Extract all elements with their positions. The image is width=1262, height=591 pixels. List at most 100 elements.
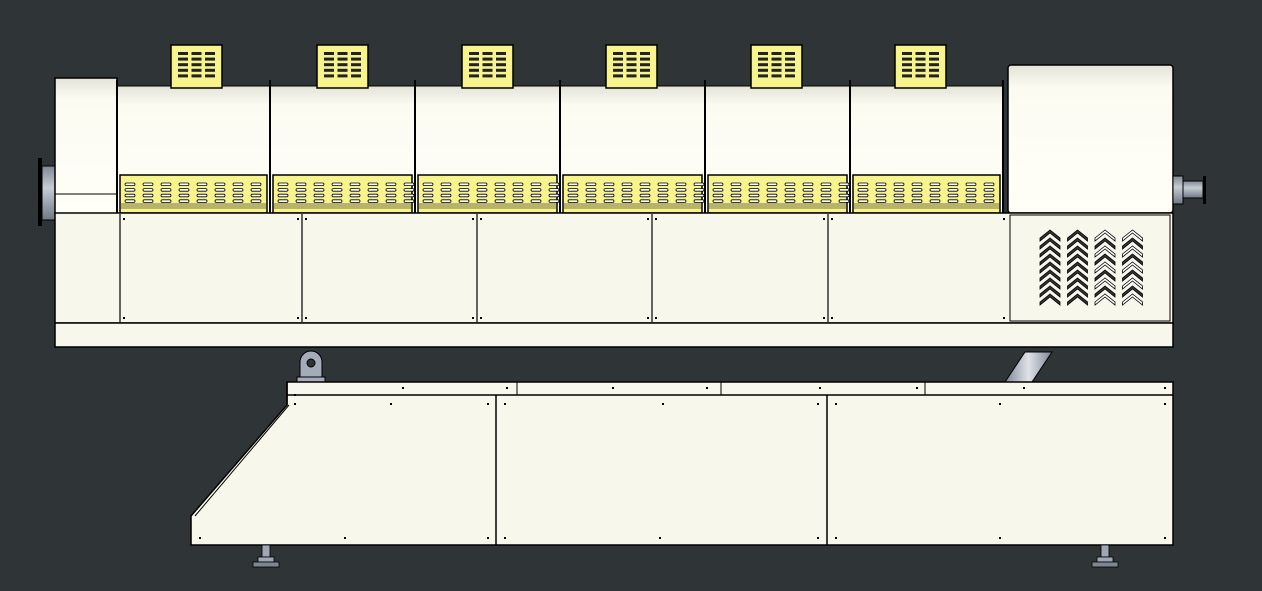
heater-slot bbox=[693, 188, 705, 192]
heater-slot bbox=[784, 188, 796, 192]
fan-slot bbox=[785, 74, 795, 78]
bolt bbox=[305, 317, 307, 319]
bolt bbox=[819, 387, 821, 389]
heater-slot bbox=[983, 182, 995, 186]
heater-band-shadow bbox=[709, 203, 846, 209]
heater-slot bbox=[875, 193, 887, 198]
louver-chevron bbox=[1094, 261, 1116, 274]
output-shaft-collar bbox=[1172, 175, 1184, 205]
heater-slot bbox=[349, 182, 361, 186]
leveling-foot bbox=[1091, 544, 1119, 568]
fan-slot bbox=[929, 57, 939, 61]
fan-slot bbox=[929, 63, 939, 67]
bolt bbox=[297, 218, 299, 220]
fan-slot bbox=[640, 74, 650, 78]
fan-slot bbox=[351, 74, 361, 78]
heater-zone bbox=[559, 44, 705, 214]
fan-cover bbox=[894, 44, 947, 89]
heater-slot bbox=[494, 193, 506, 198]
heater-slot bbox=[476, 182, 488, 186]
cooling-fan-box bbox=[894, 44, 947, 89]
heater-slot bbox=[567, 188, 579, 192]
left-flange bbox=[38, 158, 42, 226]
foot-pad bbox=[1091, 561, 1119, 568]
output-shaft bbox=[1182, 180, 1204, 199]
fan-slot bbox=[626, 63, 637, 67]
heater-slot bbox=[639, 193, 651, 198]
fan-slot bbox=[640, 63, 650, 67]
louver-chevron bbox=[1067, 261, 1088, 274]
heater-zone bbox=[269, 44, 415, 214]
fan-slot bbox=[178, 52, 188, 55]
inclined-pipe bbox=[1004, 351, 1053, 383]
heater-slot bbox=[142, 188, 154, 192]
heater-slot bbox=[458, 182, 470, 186]
heater-slot bbox=[802, 199, 814, 203]
heater-slot bbox=[494, 188, 506, 192]
fan-slot bbox=[469, 68, 479, 72]
heater-slot bbox=[214, 182, 226, 186]
fan-slot bbox=[496, 52, 506, 55]
fan-slot bbox=[613, 74, 623, 78]
bolt bbox=[823, 317, 825, 319]
bolt bbox=[344, 537, 346, 539]
louver-chevron bbox=[1122, 277, 1143, 290]
heater-slot bbox=[820, 193, 832, 198]
bolt bbox=[294, 403, 296, 405]
bolt bbox=[480, 317, 482, 319]
fan-slot bbox=[785, 63, 795, 67]
bolt bbox=[1164, 403, 1166, 405]
heater-slot bbox=[385, 193, 397, 198]
bolt bbox=[823, 218, 825, 220]
bolt bbox=[480, 218, 482, 220]
cooling-fan-box bbox=[316, 44, 369, 89]
heater-slot bbox=[875, 199, 887, 203]
heater-slot bbox=[603, 182, 615, 186]
heater-slot bbox=[512, 182, 524, 186]
heater-slot bbox=[277, 193, 289, 198]
fan-slot bbox=[785, 57, 795, 61]
bolt bbox=[706, 387, 708, 389]
heater-slot bbox=[965, 193, 977, 198]
fan-slot bbox=[785, 52, 795, 55]
heater-slot bbox=[784, 182, 796, 186]
fan-slot bbox=[482, 52, 493, 55]
heater-slot bbox=[657, 193, 669, 198]
bolt bbox=[647, 218, 649, 220]
fan-slot bbox=[758, 68, 768, 72]
fan-slot bbox=[324, 52, 334, 55]
heater-slot bbox=[232, 182, 244, 186]
louver-chevron bbox=[1067, 245, 1088, 258]
fan-slot bbox=[191, 74, 202, 78]
fan-slot bbox=[191, 68, 202, 72]
fan-slot bbox=[205, 63, 215, 67]
fan-slot bbox=[469, 74, 479, 78]
louver-chevron bbox=[1094, 293, 1116, 306]
fan-slot bbox=[337, 63, 348, 67]
fan-slot bbox=[902, 63, 912, 67]
heater-slot bbox=[403, 193, 415, 198]
fan-slot bbox=[915, 52, 926, 55]
heater-slot bbox=[947, 193, 959, 198]
heater-slot bbox=[403, 188, 415, 192]
heater-slot bbox=[250, 193, 262, 198]
heater-slot bbox=[838, 188, 850, 192]
heater-slot bbox=[857, 199, 869, 203]
fan-slot bbox=[469, 63, 479, 67]
fan-slot bbox=[337, 68, 348, 72]
heater-slot bbox=[893, 188, 905, 192]
heater-slot bbox=[766, 199, 778, 203]
heater-slot bbox=[367, 188, 379, 192]
heater-slot bbox=[639, 188, 651, 192]
fan-cover bbox=[605, 44, 658, 89]
louver-chevron bbox=[1122, 253, 1143, 266]
fan-slot bbox=[482, 57, 493, 61]
heater-slot bbox=[857, 188, 869, 192]
heater-slot bbox=[385, 182, 397, 186]
feed-end-cap bbox=[54, 77, 118, 215]
louver-chevron bbox=[1122, 293, 1143, 306]
fan-cover bbox=[316, 44, 369, 89]
fan-slot bbox=[902, 74, 912, 78]
heater-slot bbox=[124, 182, 136, 186]
heater-slot bbox=[784, 193, 796, 198]
